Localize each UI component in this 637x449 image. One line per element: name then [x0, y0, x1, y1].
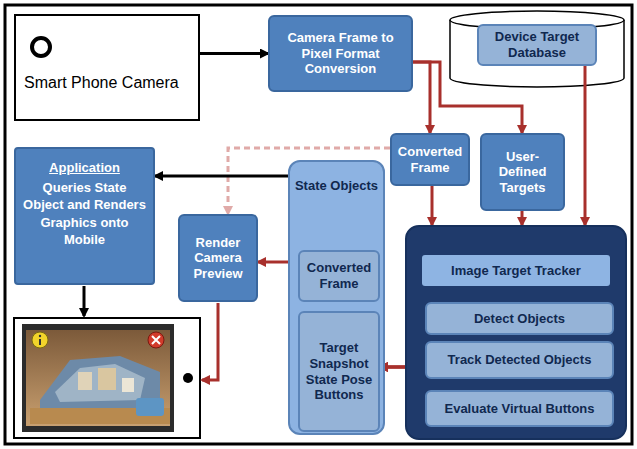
- label-text: Detect Objects: [474, 311, 565, 327]
- state-box: Converted Frame: [298, 250, 380, 302]
- tracker-panel: Image Target TrackerDetect ObjectsTrack …: [405, 225, 627, 440]
- data-box: Converted Frame: [390, 133, 470, 186]
- tracker-step: Detect Objects: [425, 302, 614, 335]
- label-text: Image Target Tracker: [422, 255, 610, 286]
- text-holder: Evaluate Virtual Buttons: [444, 401, 594, 417]
- label-text: Smart Phone Camera: [24, 74, 179, 92]
- mobile-phone: [14, 318, 200, 438]
- process-box: Render Camera Preview: [178, 214, 258, 302]
- outer-frame: [5, 5, 632, 444]
- label-text: Camera Frame to Pixel Format Conversion: [273, 30, 408, 77]
- text-holder: User-Defined Targets: [485, 149, 560, 196]
- text-holder: Camera Frame to Pixel Format Conversion: [273, 30, 408, 77]
- state-box: Target Snapshot State Pose Buttons: [298, 311, 380, 432]
- label-text: Track Detected Objects: [448, 352, 592, 368]
- text-holder: Track Detected Objects: [448, 352, 592, 368]
- connector-arrow: [584, 66, 587, 225]
- label-text: Converted Frame: [303, 260, 375, 291]
- database-cylinder: [450, 11, 624, 87]
- label-text: Device Target Database: [482, 29, 592, 60]
- connector-arrow: [413, 62, 430, 133]
- label-text: Target Snapshot State Pose Buttons: [303, 340, 375, 402]
- label-text: User-Defined Targets: [485, 149, 560, 196]
- text-holder: Image Target Tracker: [407, 255, 625, 286]
- connector-arrow: [431, 186, 434, 225]
- text-holder: Device Target Database: [482, 29, 592, 60]
- connector-arrow: [200, 52, 268, 55]
- tracker-step: Track Detected Objects: [425, 341, 614, 379]
- camera-lens-icon: [26, 32, 56, 62]
- connector-arrow: [155, 175, 288, 178]
- connector-arrow: [413, 62, 522, 133]
- label-text: Evaluate Virtual Buttons: [444, 401, 594, 417]
- data-box: User-Defined Targets: [480, 133, 565, 211]
- label-text: Render Camera Preview: [183, 235, 253, 282]
- connector-arrow: [258, 261, 288, 264]
- label-text: Converted Frame: [395, 144, 465, 175]
- process-box: Camera Frame to Pixel Format Conversion: [268, 15, 413, 92]
- text-holder: Smart Phone Camera: [24, 74, 179, 92]
- connector-arrow: [521, 211, 524, 225]
- text-holder: Detect Objects: [474, 311, 565, 327]
- database-box: Device Target Database: [477, 24, 597, 66]
- tracker-step: Evaluate Virtual Buttons: [425, 390, 614, 427]
- text-holder: Converted Frame: [303, 260, 375, 291]
- text-holder: Render Camera Preview: [183, 235, 253, 282]
- text-holder: Converted Frame: [395, 144, 465, 175]
- state-group: State ObjectsConverted FrameTarget Snaps…: [288, 160, 385, 435]
- text-holder: State Objects: [290, 162, 383, 193]
- heading-text: Application: [22, 159, 147, 177]
- output-arrow: [83, 286, 86, 316]
- application-box: ApplicationQueries State Object and Rend…: [14, 147, 155, 285]
- text-holder: Target Snapshot State Pose Buttons: [303, 340, 375, 402]
- preview-arrow: [202, 303, 218, 380]
- label-text: State Objects: [294, 178, 379, 193]
- camera-box: Smart Phone Camera: [14, 14, 200, 121]
- label-text: Queries State Object and Renders Graphic…: [22, 179, 147, 249]
- text-holder: ApplicationQueries State Object and Rend…: [22, 159, 147, 249]
